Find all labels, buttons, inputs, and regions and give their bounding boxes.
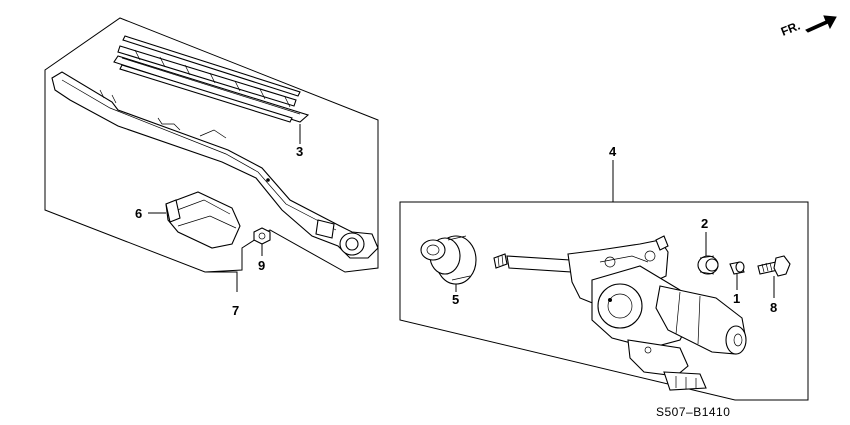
callout-7: 7 [232, 303, 239, 318]
arm-group-outline [44, 17, 379, 273]
collar [697, 255, 719, 275]
nut [253, 227, 271, 245]
grommet [420, 235, 477, 285]
wiper-motor [567, 235, 747, 391]
arm-assembly-group [44, 17, 379, 292]
leader-7 [205, 271, 238, 292]
callout-5: 5 [452, 292, 459, 307]
motor-assembly-group [399, 160, 809, 401]
callout-2: 2 [701, 216, 708, 231]
callout-1: 1 [733, 291, 740, 306]
callout-6: 6 [135, 206, 142, 221]
callout-3: 3 [296, 144, 303, 159]
wiper-blade-rubber [113, 35, 310, 123]
bolt [757, 255, 791, 277]
callout-8: 8 [770, 300, 777, 315]
diagram-code: S507–B1410 [656, 405, 730, 419]
motor-spindle [493, 253, 573, 273]
callout-9: 9 [258, 258, 265, 273]
bushing [729, 261, 745, 275]
wiper-arm [51, 71, 379, 259]
arrow-icon [805, 15, 837, 33]
front-label: FR. [779, 19, 802, 39]
motor-group-outline [399, 201, 809, 401]
callout-4: 4 [609, 144, 617, 159]
arm-cap [165, 191, 241, 249]
front-direction-indicator: FR. [779, 15, 837, 39]
